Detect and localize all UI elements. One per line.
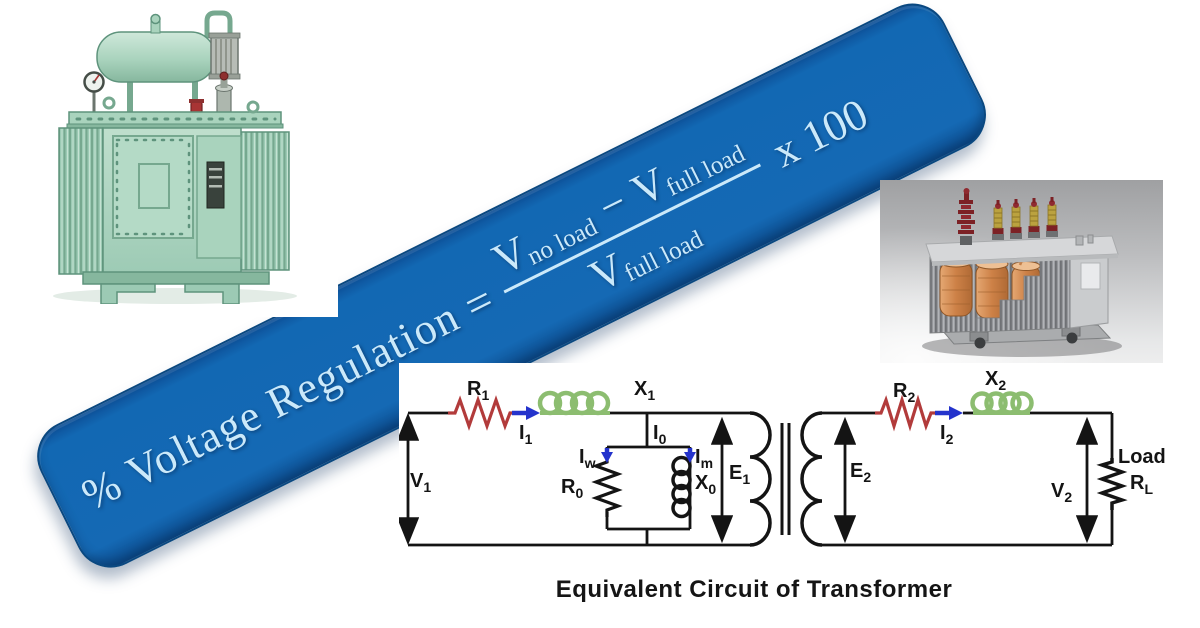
- oil-transformer-illustration: [53, 10, 297, 304]
- roller-wheel: [1066, 332, 1078, 344]
- formula-equals: =: [455, 273, 502, 331]
- conservator-tank: [96, 31, 216, 83]
- wires: [408, 411, 1114, 547]
- hv-bushing: [957, 188, 975, 245]
- label-x0: X0: [695, 472, 716, 497]
- ground-shadow: [53, 288, 297, 304]
- rating-label: [1080, 262, 1101, 290]
- lv-bushings: [992, 197, 1058, 240]
- door-recess: [138, 163, 170, 209]
- current-arrow-im: [684, 448, 696, 463]
- label-load: Load: [1118, 446, 1166, 468]
- top-plate: [925, 235, 1119, 266]
- formula-fraction: Vno load−Vfull load Vfull load: [480, 117, 783, 339]
- filler-pipe: [204, 10, 233, 38]
- equivalent-circuit-diagram: V1 R1 I1 X1 I0 Iw R0 Im X0 E1 E2 R2 I2 X…: [399, 363, 1200, 615]
- formula-multiplier: x 100: [764, 88, 876, 177]
- resistor-r0: [591, 459, 623, 517]
- conservator-assembly: [96, 10, 241, 116]
- label-r0: R0: [561, 476, 583, 501]
- secondary-winding: [800, 411, 823, 547]
- foot: [100, 283, 156, 304]
- transformer-base: [82, 271, 270, 304]
- foot: [184, 283, 240, 304]
- full-load-subscript: full load: [661, 140, 750, 202]
- label-v2: V2: [1051, 480, 1072, 505]
- tank-top-plate: [66, 96, 284, 129]
- pressure-gauge: [83, 71, 105, 116]
- label-i1: I1: [519, 422, 533, 447]
- resistor-r1: [448, 395, 515, 431]
- label-r2: R2: [893, 380, 915, 405]
- label-im: Im: [695, 446, 713, 471]
- transformer-3d-illustration: [880, 180, 1163, 368]
- inductor-x0: [671, 455, 692, 519]
- load-resistor-rl: [1096, 458, 1128, 510]
- lifting-lug: [102, 96, 116, 110]
- label-i0: I0: [653, 422, 667, 447]
- oil-transformer-photo: [0, 0, 338, 317]
- side-panel: [1069, 249, 1109, 329]
- primary-winding: [749, 411, 772, 547]
- core-lines: [780, 423, 791, 535]
- label-iw: Iw: [579, 446, 596, 471]
- lifting-lug: [246, 100, 260, 114]
- label-v1: V1: [410, 470, 431, 495]
- inductor-x1: [537, 390, 611, 416]
- radiator-fins: [58, 127, 290, 275]
- circuit-caption: Equivalent Circuit of Transformer: [556, 576, 953, 603]
- circuit-svg: V1 R1 I1 X1 I0 Iw R0 Im X0 E1 E2 R2 I2 X…: [399, 368, 1166, 603]
- label-x1: X1: [634, 378, 655, 403]
- tank-body: [102, 127, 242, 279]
- roller-wheel: [974, 337, 986, 349]
- current-arrow-i2: [935, 406, 963, 420]
- full-load-subscript: full load: [620, 225, 708, 288]
- top-fitting: [1087, 234, 1094, 244]
- current-arrow-i1: [512, 406, 540, 420]
- label-r1: R1: [467, 378, 489, 403]
- label-i2: I2: [940, 422, 954, 447]
- top-fitting: [1075, 235, 1084, 246]
- cutaway-fin-steps: [975, 249, 1071, 333]
- label-x2: X2: [985, 368, 1006, 393]
- label-e1: E1: [729, 462, 750, 487]
- label-e2: E2: [850, 460, 871, 485]
- transformer-3d-render: [880, 180, 1163, 368]
- resistor-r2: [875, 394, 938, 432]
- current-arrow-iw: [601, 448, 613, 463]
- label-rl: RL: [1130, 472, 1153, 497]
- inductor-x2: [970, 391, 1034, 415]
- front-door-panel: [112, 135, 194, 239]
